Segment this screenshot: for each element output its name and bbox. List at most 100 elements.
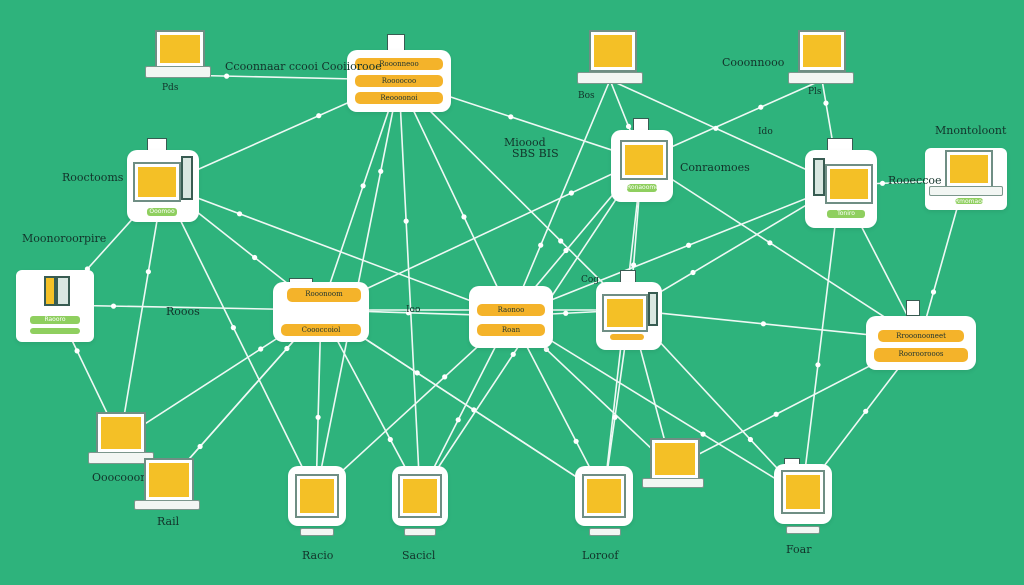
connection-dot [879,180,886,186]
connection-dot [690,269,696,276]
laptop-label: Pds [162,83,179,93]
hub-top[interactable]: Rooonneoo Roooocoo Reoooonoi [347,34,451,114]
connection-dot [471,407,477,413]
connection-dot [760,321,767,327]
laptop-screen [947,152,991,186]
laptop-top-right[interactable]: Pls [788,32,854,102]
connection-line [162,184,512,317]
center-top-label-2: SBS BIS [512,147,559,160]
tower-icon [813,158,825,196]
desktop-bottom-2[interactable] [392,466,448,542]
hub-center[interactable]: Raonoo Roan [469,286,553,348]
connection-dot [543,346,550,353]
laptop-bottom-left-2[interactable] [134,460,200,512]
connection-dot [558,238,564,244]
connection-dot [403,218,409,224]
workstation-screen [135,164,179,200]
tower-icon [181,156,193,200]
connection-dot [414,370,420,376]
desktop-bottom-1[interactable] [288,466,346,542]
connection-dot [258,346,264,352]
connection-line [510,315,803,496]
right-mid-label: Rooeccoe [888,174,942,187]
desktop-bottom-4[interactable] [774,458,832,540]
hub-card [469,286,553,348]
connection-dots [74,73,937,450]
connection-line [398,79,421,496]
tower-icon [648,292,658,326]
laptop-label: Pls [808,87,822,97]
laptop-top-left[interactable]: Pds [145,32,211,96]
hub-left[interactable]: Rooonoom Coooccoiol [273,274,369,344]
connection-line [320,79,400,311]
right-connections-label: Conraomoes [680,161,750,174]
laptop-top-center[interactable]: Bos [577,32,643,102]
connection-dot [612,414,618,420]
connection-line [119,184,164,441]
panel-pill: Rrooonooneet [878,330,964,342]
connection-line [162,184,317,496]
hub-pill: Roan [477,324,545,336]
status-pill: Ooomoo [147,208,177,216]
top-connections-label: Ccoonnaar ccooi Cooiiorooe [225,60,382,73]
laptop-right[interactable]: Rmomaoe [925,148,1007,210]
connection-line [609,79,841,186]
status-pill: Rmomaoe [955,198,986,205]
tower-icon [56,276,70,306]
laptop-base [88,452,154,464]
workstation-right[interactable]: Toniro [805,138,877,228]
hub-pill: Roooocoo [355,75,443,87]
desktop-bottom-3[interactable] [575,466,633,542]
connection-dot [823,100,829,106]
connection-dot [236,211,243,217]
desktop-stand [589,528,621,536]
connection-dot [316,113,322,119]
laptop-screen [800,32,844,70]
bottom-label-3: Loroof [582,549,619,562]
connection-line [801,184,841,496]
workstation-screen [622,142,666,178]
laptop-bottom-left[interactable] [88,414,154,470]
connection-dot [538,242,544,248]
connection-dot [713,125,719,131]
laptop-screen [146,460,192,500]
bottom-left-label: Ooocooon [92,471,148,484]
workstation-screen [604,296,646,330]
small-label: Ido [758,127,773,137]
connection-dot [110,303,117,309]
workstation-left[interactable]: Ooomoo [127,138,199,222]
center-left-label: Rooos [166,305,200,318]
connection-dot [74,348,80,354]
small-label: Ioo [406,305,421,315]
desktop-screen [297,476,337,516]
connection-dot [686,242,692,248]
top-right-connections-label: Cooonnooo [722,56,785,69]
left-top-label: Rooctooms [62,171,124,184]
panel-right[interactable]: Rrooonooneet Rooroorooos [866,300,976,372]
device-icon [906,300,920,316]
center-top-label: Mioood [504,136,546,149]
desktop-screen [400,476,440,516]
hub-pill: Reoooonoi [355,92,443,104]
connection-dot [455,417,461,423]
laptop-screen [652,440,698,478]
laptop-screen [157,32,203,66]
connection-line [641,159,921,341]
laptop-label: Bos [578,91,595,101]
connection-line [398,79,631,311]
server-left[interactable]: Raooro [16,270,94,342]
connection-dot [508,114,514,120]
laptop-bottom-center[interactable] [642,440,704,496]
workstation-center[interactable] [596,270,662,350]
laptop-base [134,500,200,510]
connection-line [320,309,605,496]
hub-pill: Raonoo [477,304,545,316]
desktop-stand [786,526,820,534]
laptop-base [577,72,643,84]
desktop-screen [584,476,624,516]
laptop-base [929,186,1003,196]
connection-dot [767,240,773,246]
panel-pill: Rooroorooos [874,348,968,362]
connection-line [398,79,512,317]
workstation-center-top[interactable]: Ronaoome [611,118,673,202]
